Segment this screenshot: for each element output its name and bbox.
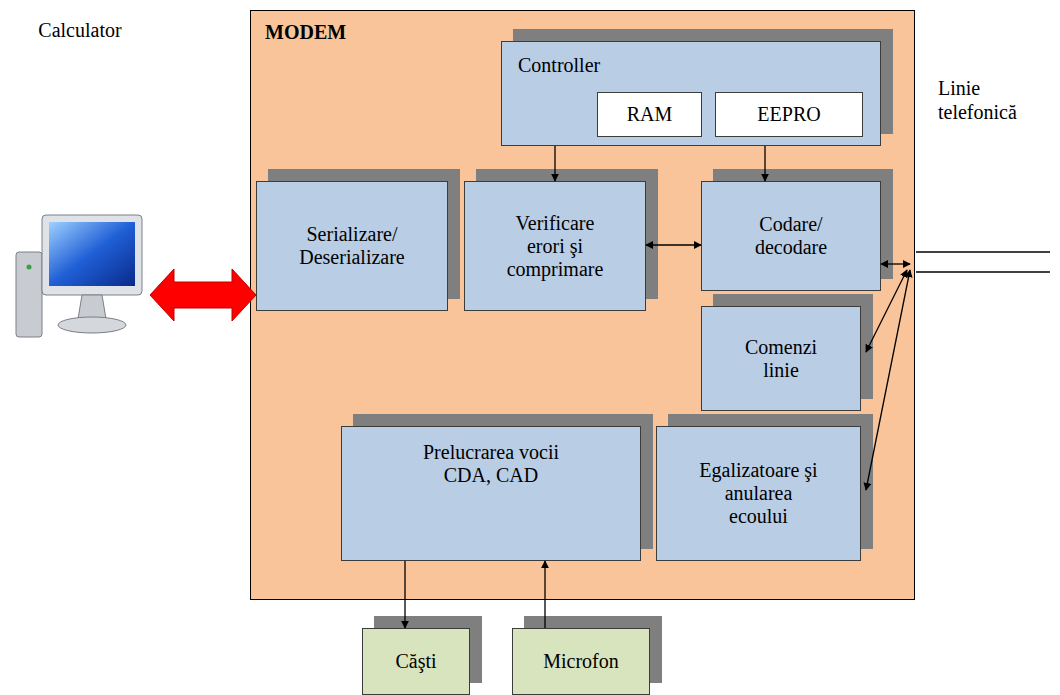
node-text: EEPRO: [757, 103, 820, 126]
modem-housing: MODEM ControllerRAM EEPRO Serializare/ Dese…: [250, 10, 915, 600]
led: [27, 265, 32, 270]
signal-arrow: [764, 146, 765, 181]
node-text: Microfon: [543, 650, 619, 673]
node-text: Controller: [518, 54, 600, 77]
node-text: Prelucrarea vocii CDA, CAD: [404, 441, 579, 487]
line-label: Linie telefonică: [938, 76, 1056, 124]
node-text: RAM: [627, 103, 673, 126]
process-box: Codare/ decodare: [701, 181, 881, 291]
memory-box: EEPRO: [715, 92, 863, 137]
device-box: Microfon: [512, 628, 650, 695]
signal-arrow: [544, 561, 545, 628]
signal-arrow: [404, 561, 405, 628]
process-box: Prelucrarea vocii CDA, CAD: [341, 426, 641, 561]
data-bus-arrow: [150, 269, 256, 321]
phone-line: [866, 252, 1050, 490]
stand-base: [58, 317, 126, 333]
process-box: Comenzi linie: [701, 306, 861, 411]
screen: [49, 222, 135, 286]
phone-wire: [916, 271, 1050, 272]
computer-icon: [12, 207, 147, 347]
process-box: Serializare/ Deserializare: [256, 181, 448, 311]
tower: [16, 252, 42, 337]
node-text: Comenzi linie: [734, 336, 829, 382]
line-arrow: [866, 270, 910, 490]
controller-box: ControllerRAM EEPRO: [501, 41, 881, 146]
process-box: Egalizatoare şi anularea ecoului: [656, 426, 861, 561]
node-text: Verificare erori şi comprimare: [498, 212, 613, 281]
line-arrow: [881, 263, 910, 264]
node-text: Căşti: [395, 650, 436, 673]
signal-arrow: [554, 146, 555, 181]
node-text: Codare/ decodare: [744, 213, 839, 259]
stand: [78, 295, 106, 319]
node-text: Calculator: [38, 19, 121, 42]
device-box: Căşti: [362, 628, 470, 695]
line-arrow: [866, 270, 907, 352]
node-text: MODEM: [265, 21, 346, 44]
phone-wire: [916, 251, 1050, 252]
monitor: [42, 215, 142, 295]
signal-arrow: [646, 244, 701, 245]
memory-box: RAM: [597, 92, 702, 137]
node-text: Serializare/ Deserializare: [277, 223, 427, 269]
computer-node: Calculator: [10, 15, 150, 350]
node-text: Egalizatoare şi anularea ecoului: [696, 459, 821, 528]
process-box: Verificare erori şi comprimare: [464, 181, 646, 311]
edge-group: [150, 146, 765, 628]
